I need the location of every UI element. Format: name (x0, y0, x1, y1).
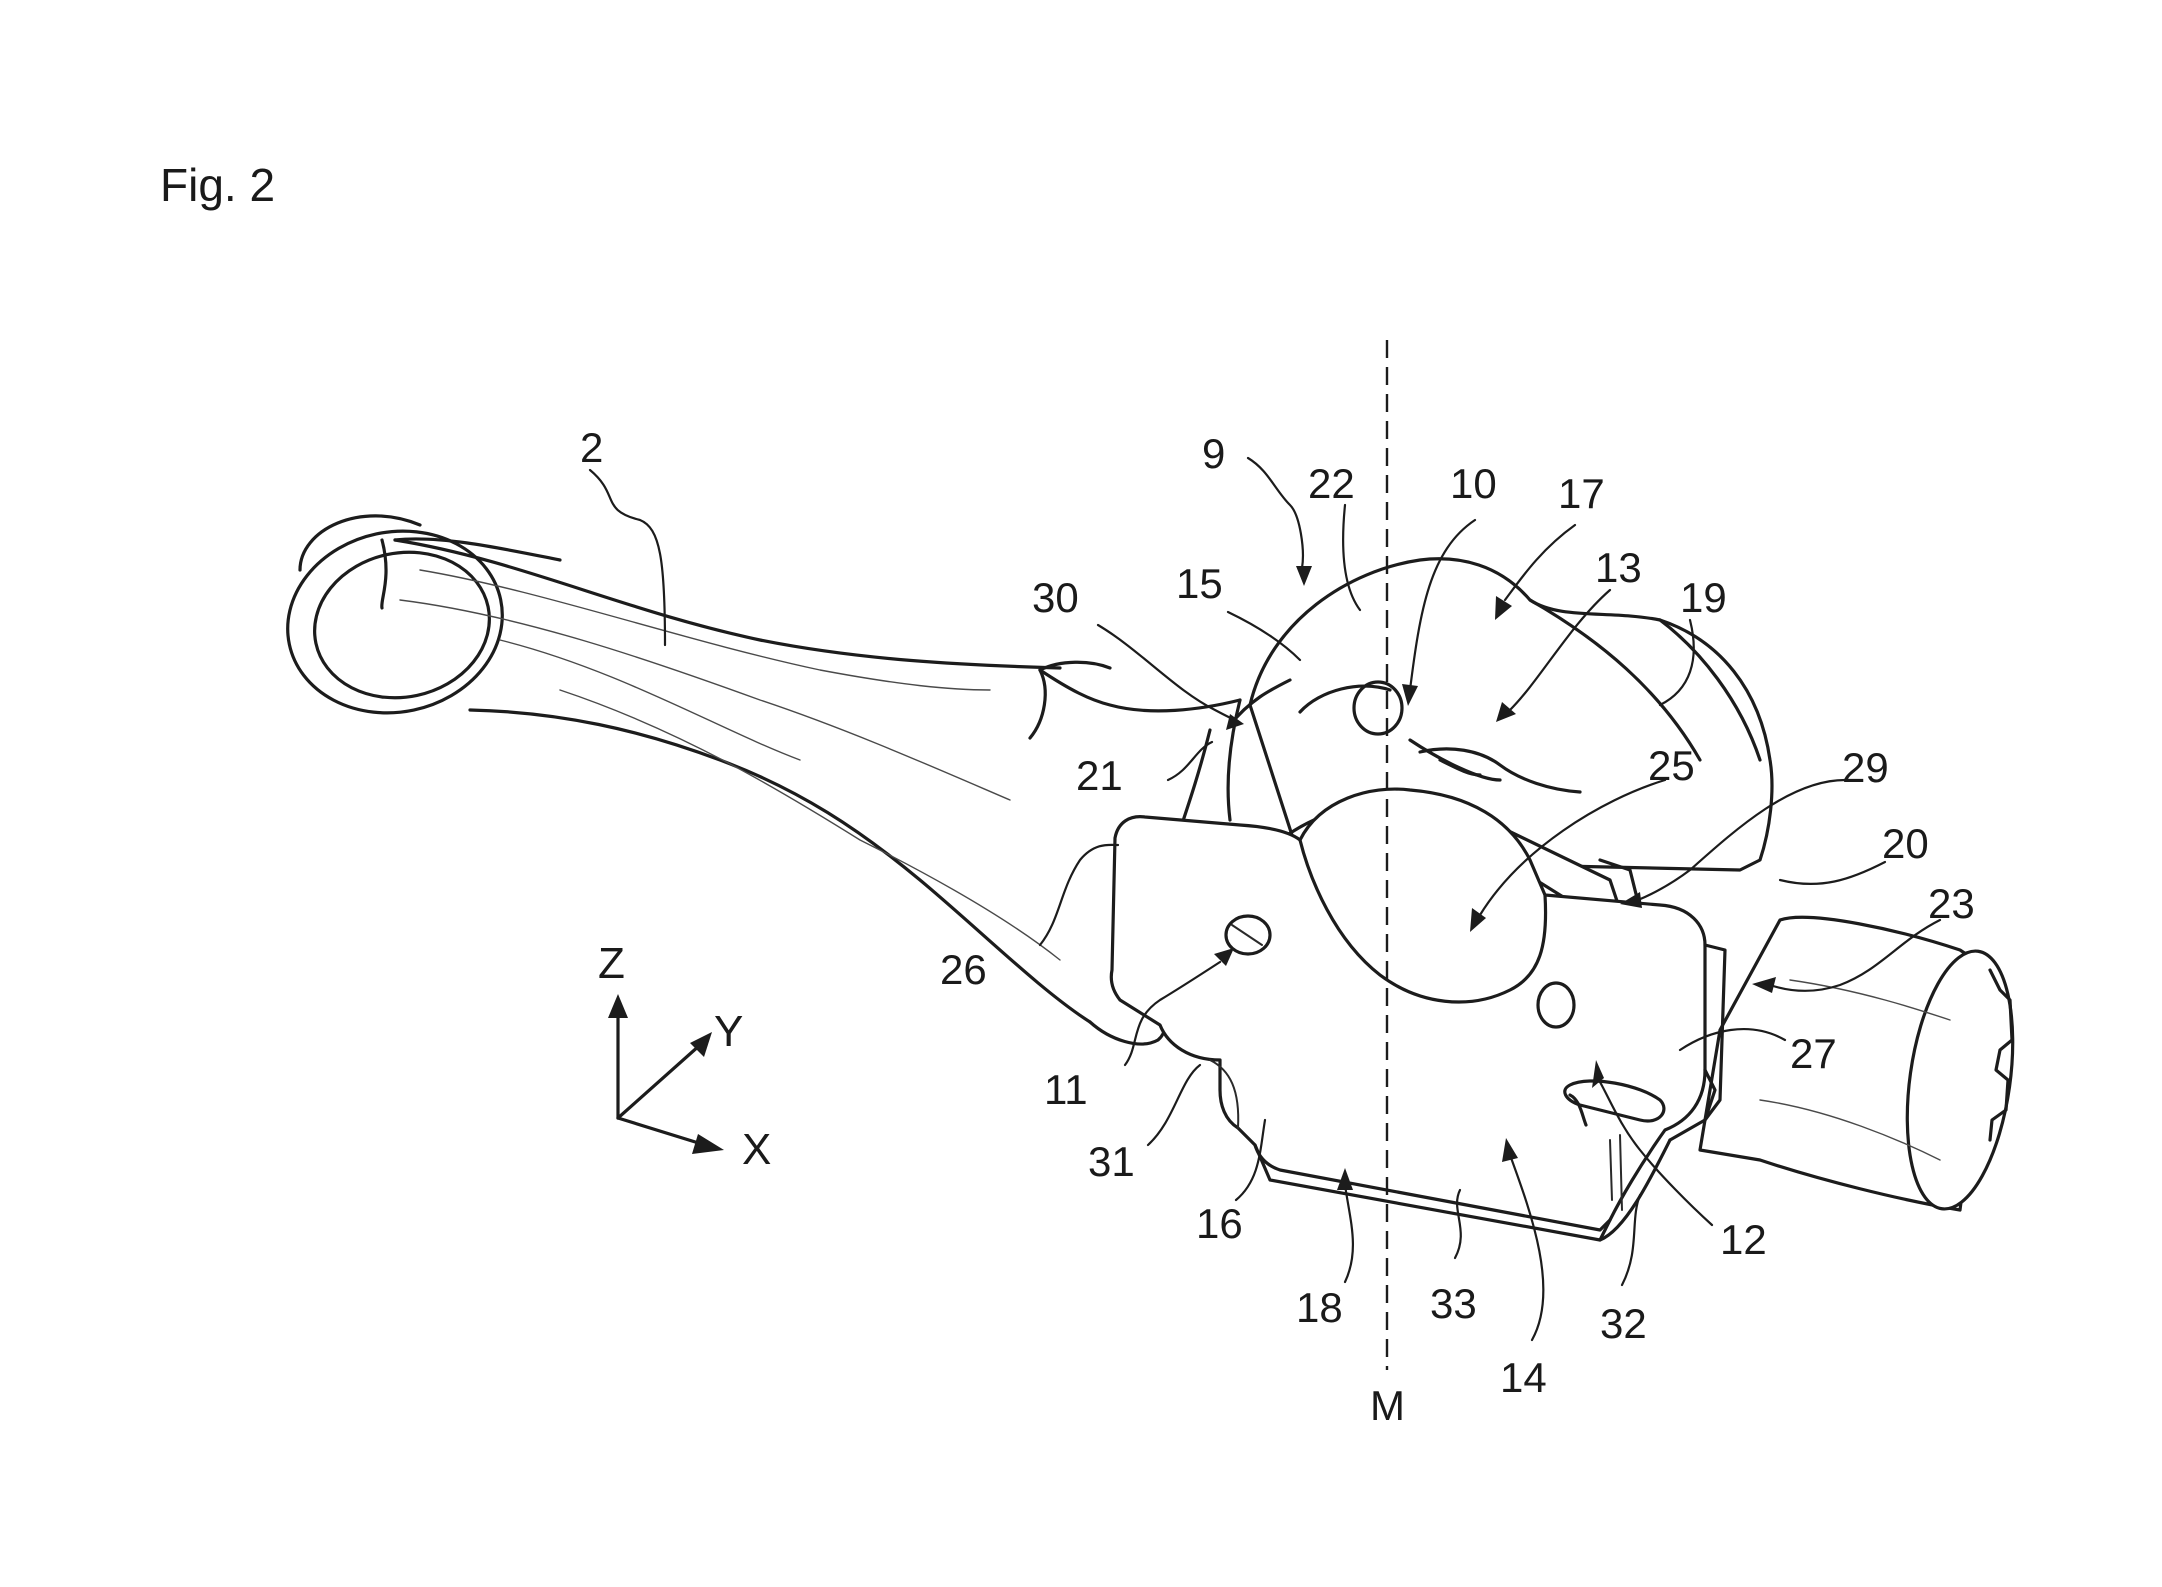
numeral-13: 13 (1595, 544, 1642, 591)
numeral-22: 22 (1308, 460, 1355, 507)
numeral-30: 30 (1032, 574, 1079, 621)
numeral-15: 15 (1176, 560, 1223, 607)
numeral-33: 33 (1430, 1280, 1477, 1327)
numeral-14: 14 (1500, 1354, 1547, 1401)
numeral-19: 19 (1680, 574, 1727, 621)
numeral-10: 10 (1450, 460, 1497, 507)
axis-label-x: X (742, 1125, 771, 1174)
numeral-29: 29 (1842, 744, 1889, 791)
numeral-12: 12 (1720, 1216, 1767, 1263)
reference-numerals: 2 9 22 10 17 13 19 30 15 21 25 29 20 23 … (580, 424, 1975, 1429)
numeral-25: 25 (1648, 742, 1695, 789)
arm-body (286, 514, 1167, 1046)
numeral-20: 20 (1882, 820, 1929, 867)
numeral-23: 23 (1928, 880, 1975, 927)
numeral-27: 27 (1790, 1030, 1837, 1077)
numeral-31: 31 (1088, 1138, 1135, 1185)
numeral-16: 16 (1196, 1200, 1243, 1247)
numeral-21: 21 (1076, 752, 1123, 799)
numeral-32: 32 (1600, 1300, 1647, 1347)
numeral-11: 11 (1044, 1066, 1088, 1113)
shaft (1698, 915, 2015, 1212)
numeral-26: 26 (940, 946, 987, 993)
axis-label-z: Z (598, 939, 625, 988)
numeral-9: 9 (1202, 430, 1225, 477)
numeral-17: 17 (1558, 470, 1605, 517)
figure-title: Fig. 2 (160, 159, 276, 211)
numeral-2: 2 (580, 424, 603, 471)
front-plate (1109, 787, 1727, 1242)
axis-label-y: Y (714, 1007, 743, 1056)
numeral-18: 18 (1296, 1284, 1343, 1331)
axis-triad: Z Y X (598, 939, 771, 1174)
leader-lines (588, 456, 1942, 1342)
numeral-m: M (1370, 1382, 1405, 1429)
